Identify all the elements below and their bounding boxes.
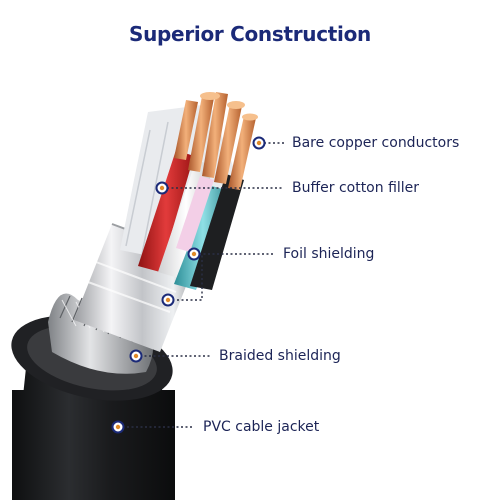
callout-buffer-cotton-filler: Buffer cotton filler: [292, 180, 420, 196]
page-title: Superior Construction: [129, 22, 371, 46]
callout-pvc-cable-jacket: PVC cable jacket: [203, 419, 320, 435]
dot-foil-lower: [161, 293, 175, 307]
dot-foil: [187, 247, 201, 261]
dot-copper: [252, 136, 266, 150]
dot-braid: [129, 349, 143, 363]
copper-conductors-shape: [174, 92, 258, 190]
callout-foil-shielding: Foil shielding: [283, 246, 375, 262]
callout-bare-copper-conductors: Bare copper conductors: [292, 135, 460, 151]
insulated-wires: [138, 150, 244, 290]
dot-filler: [155, 181, 169, 195]
callout-braided-shielding: Braided shielding: [219, 348, 341, 364]
callout-dots: [111, 136, 266, 434]
dot-jacket: [111, 420, 125, 434]
